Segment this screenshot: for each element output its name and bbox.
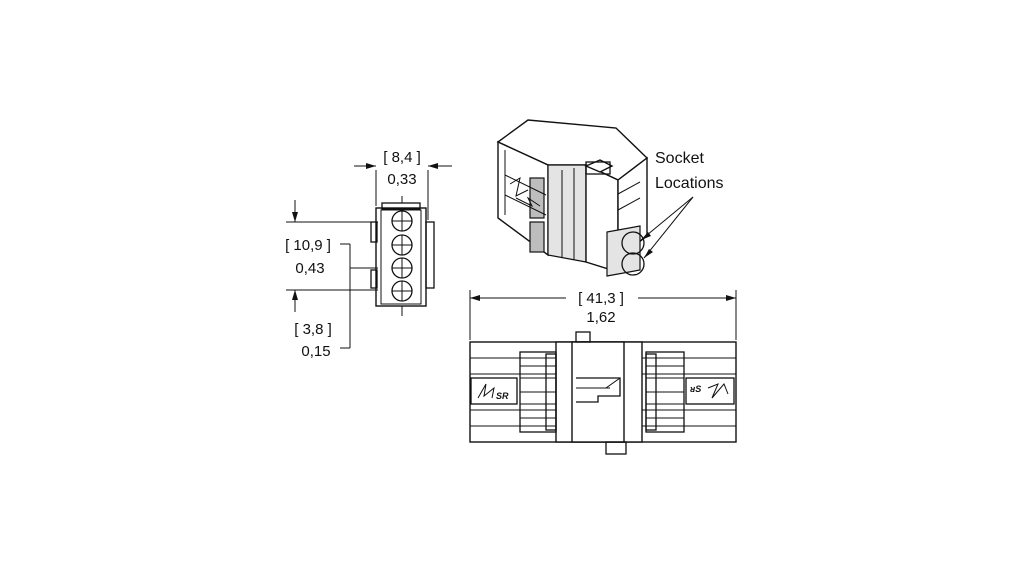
width-dimension	[354, 163, 452, 220]
left-logo-mark: SR	[496, 391, 509, 401]
width-label-mm: [ 8,4 ]	[383, 149, 421, 166]
callout-line-socket: Socket	[655, 150, 704, 167]
pitch-label-in: 0,15	[301, 343, 330, 360]
end-view: [ 8,4 ] 0,33 [ 10,9 ] 0,43 [ 3,8 ] 0,15	[285, 149, 452, 360]
pitch-leader	[340, 268, 351, 349]
pitch-label-mm: [ 3,8 ]	[294, 321, 332, 338]
length-label-mm: [ 41,3 ]	[578, 290, 624, 307]
height-dimension	[286, 200, 378, 312]
top-view: SR ᴚS [ 41,3 ] 1,62	[469, 290, 737, 455]
height-label-in: 0,43	[295, 260, 324, 277]
width-label-in: 0,33	[387, 171, 416, 188]
socket-callout: Socket Locations	[640, 150, 724, 259]
callout-line-locations: Locations	[655, 175, 724, 192]
socket-holes	[391, 210, 413, 302]
length-dimension	[469, 290, 737, 340]
right-logo-mark: ᴚS	[690, 384, 701, 394]
isometric-view	[496, 119, 649, 277]
height-label-mm: [ 10,9 ]	[285, 237, 331, 254]
length-label-in: 1,62	[586, 309, 615, 326]
